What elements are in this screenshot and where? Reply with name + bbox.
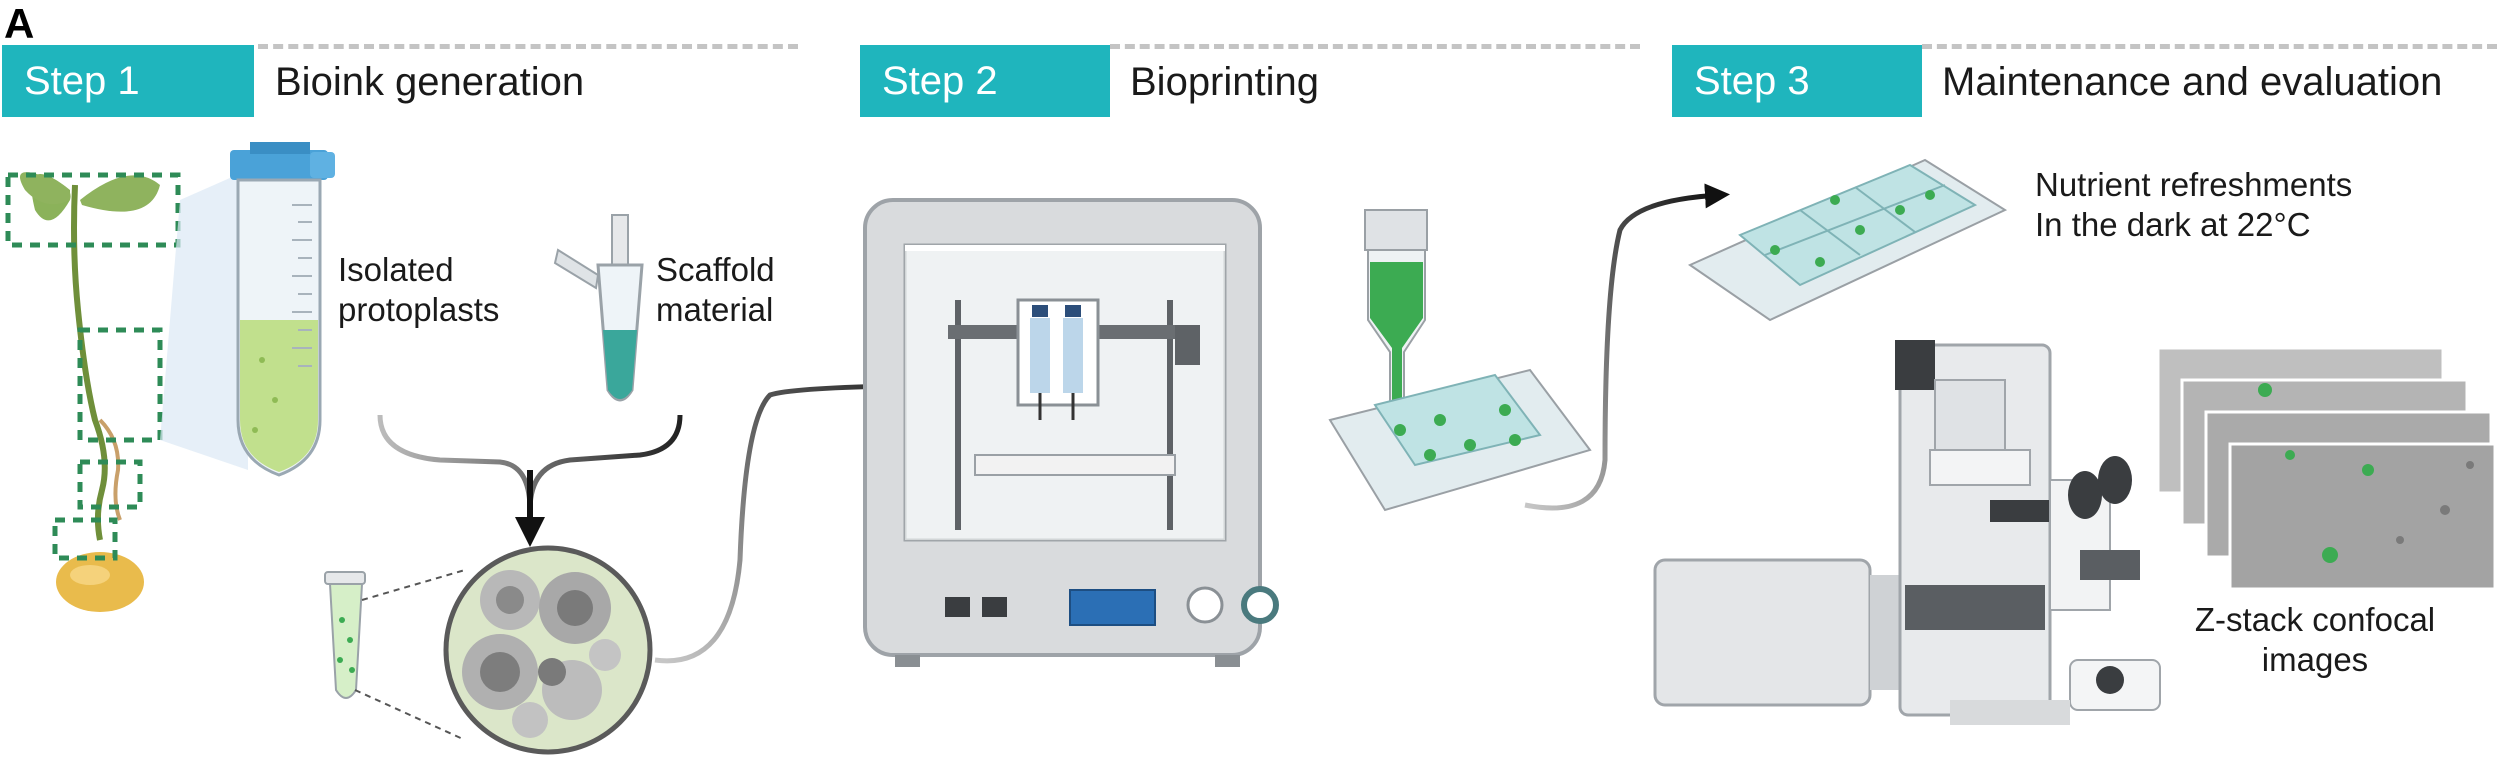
confocal-microscope-icon	[1653, 340, 2161, 725]
scaffold-tube-icon	[553, 214, 644, 402]
connector-step2-to-step3	[1524, 183, 1730, 511]
bioprinter-icon	[863, 198, 1279, 667]
step-2-badge: Step 2	[860, 45, 1110, 117]
bracket-connector	[377, 414, 683, 511]
nutrient-label: Nutrient refreshments In the dark at 22°…	[2035, 165, 2352, 245]
seedling-icon	[20, 172, 160, 612]
scaffold-material-line1: Scaffold	[656, 251, 775, 288]
step2-dashed-rule	[1110, 44, 1640, 49]
nutrient-line1: Nutrient refreshments	[2035, 166, 2353, 203]
printing-nozzle-icon	[1328, 209, 1592, 512]
step3-dashed-rule	[1922, 44, 2497, 49]
falcon-tube-icon	[230, 142, 335, 477]
zstack-label: Z-stack confocal images	[2150, 600, 2480, 680]
zstack-line2: images	[2261, 641, 2369, 678]
step-3-badge: Step 3	[1672, 45, 1922, 117]
step-1-title: Bioink generation	[275, 60, 585, 104]
step-1-badge: Step 1	[2, 45, 254, 117]
isolated-protoplasts-line2: protoplasts	[338, 291, 500, 328]
scaffold-material-line2: material	[656, 291, 774, 328]
selection-boxes	[5, 172, 181, 561]
step-2-title: Bioprinting	[1130, 60, 1320, 104]
isolated-protoplasts-label: Isolated protoplasts	[338, 250, 499, 330]
connector-step1-to-printer	[654, 372, 1015, 664]
nutrient-line2: In the dark at 22°C	[2035, 206, 2311, 243]
isolated-protoplasts-line1: Isolated	[338, 251, 454, 288]
step-3-title: Maintenance and evaluation	[1942, 60, 2443, 104]
zstack-images-icon	[2156, 346, 2497, 591]
scaffold-material-label: Scaffold material	[656, 250, 775, 330]
protoplast-zoom-icon	[443, 545, 653, 755]
zstack-line1: Z-stack confocal	[2194, 601, 2436, 638]
culture-slide-icon	[1687, 158, 2008, 322]
step1-dashed-rule	[258, 44, 798, 49]
panel-letter: A	[4, 0, 35, 47]
zoom-wedge	[160, 170, 248, 470]
eppendorf-tube-icon	[324, 571, 366, 699]
